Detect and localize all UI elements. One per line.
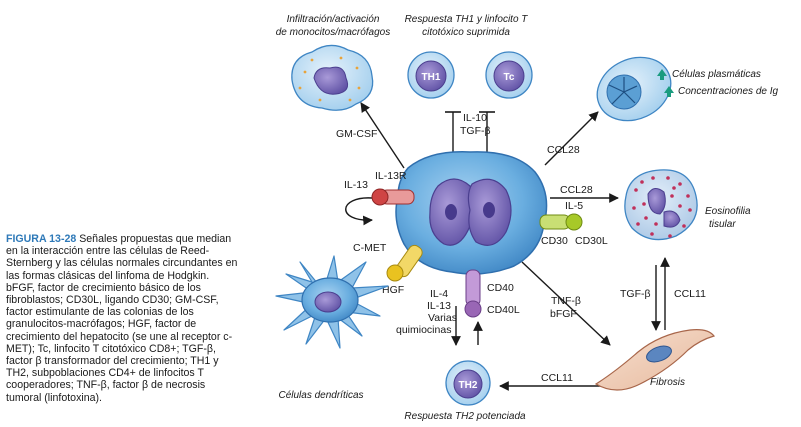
eosinophilia-title-1: Eosinofilia bbox=[705, 206, 751, 217]
cd30l-label: CD30L bbox=[575, 235, 608, 247]
macrophage-cell bbox=[291, 44, 374, 111]
eosinophilia-title-2: tisular bbox=[709, 219, 736, 230]
macrophage-title-2: de monocitos/macrófagos bbox=[276, 27, 391, 38]
tc-cell: Tc bbox=[485, 51, 533, 99]
hgf-label: HGF bbox=[382, 284, 404, 296]
up-arrow-icon bbox=[657, 69, 667, 80]
cmet-receptor bbox=[386, 244, 423, 282]
macrophage-title-1: Infiltración/activación bbox=[287, 14, 380, 25]
th1-tc-title-2: citotóxico suprimida bbox=[422, 27, 510, 38]
il13r-label: IL-13R bbox=[375, 170, 407, 182]
fibrosis-label: Fibrosis bbox=[650, 377, 685, 388]
il13-receptor bbox=[371, 188, 415, 206]
cd30-label: CD30 bbox=[541, 235, 568, 247]
cd30-receptor bbox=[539, 213, 583, 231]
il10-label: IL-10 bbox=[463, 112, 487, 124]
tc-label: Tc bbox=[504, 72, 515, 83]
ccl11-bottom-label: CCL11 bbox=[541, 372, 573, 384]
th2-response-title: Respuesta TH2 potenciada bbox=[404, 411, 526, 422]
th2-label: TH2 bbox=[459, 380, 478, 391]
connectors bbox=[345, 102, 670, 391]
th1-tc-title-1: Respuesta TH1 y linfocito T bbox=[405, 14, 529, 25]
cd40l-label: CD40L bbox=[487, 304, 520, 316]
cmet-label: C-MET bbox=[353, 242, 387, 254]
il13-low-label: IL-13 bbox=[427, 300, 451, 312]
fibroblast-cell bbox=[594, 329, 716, 391]
figure-label: FIGURA 13-28 bbox=[6, 233, 77, 245]
dendritic-cell bbox=[275, 255, 389, 349]
gmcsf-label: GM-CSF bbox=[336, 128, 377, 140]
il4-label: IL-4 bbox=[430, 288, 448, 300]
il13-label: IL-13 bbox=[344, 179, 368, 191]
il5-label: IL-5 bbox=[565, 200, 583, 212]
ccl28-eos-label: CCL28 bbox=[560, 184, 593, 196]
tgf-beta-fibrosis-label: TGF-β bbox=[620, 288, 651, 300]
ccl28-plasma-label: CCL28 bbox=[547, 144, 580, 156]
reed-sternberg-cell bbox=[395, 151, 548, 275]
ccl11-right-label: CCL11 bbox=[674, 288, 706, 300]
tnf-beta-label: TNF-β bbox=[551, 295, 581, 307]
eosinophil-cell bbox=[624, 169, 698, 241]
up-arrow-icon bbox=[664, 86, 674, 97]
arrow-ccl28-plasma bbox=[544, 111, 599, 166]
varias-label: Varias bbox=[428, 312, 457, 324]
quimiocinas-label: quimiocinas bbox=[396, 324, 451, 336]
caption-text: Señales propuestas que median en la inte… bbox=[6, 233, 238, 404]
th1-cell: TH1 bbox=[407, 51, 455, 99]
tgf-beta-label: TGF-β bbox=[460, 125, 491, 137]
arrow-il13-loop bbox=[345, 197, 373, 226]
figure-caption: FIGURA 13-28 Señales propuestas que medi… bbox=[6, 233, 238, 404]
cd40-label: CD40 bbox=[487, 282, 514, 294]
th1-label: TH1 bbox=[422, 72, 441, 83]
bfgf-label: bFGF bbox=[550, 308, 577, 320]
cd40-receptor bbox=[464, 269, 482, 318]
th2-cell: TH2 bbox=[445, 360, 491, 406]
arrow-gmcsf bbox=[360, 102, 405, 169]
plasma-cells-label: Células plasmáticas bbox=[672, 69, 761, 80]
dendritic-title: Células dendríticas bbox=[278, 390, 363, 401]
plasma-cell bbox=[596, 56, 672, 122]
arrow-tnf-fibrosis bbox=[521, 261, 611, 346]
ig-concentration-label: Concentraciones de Ig bbox=[678, 86, 779, 97]
